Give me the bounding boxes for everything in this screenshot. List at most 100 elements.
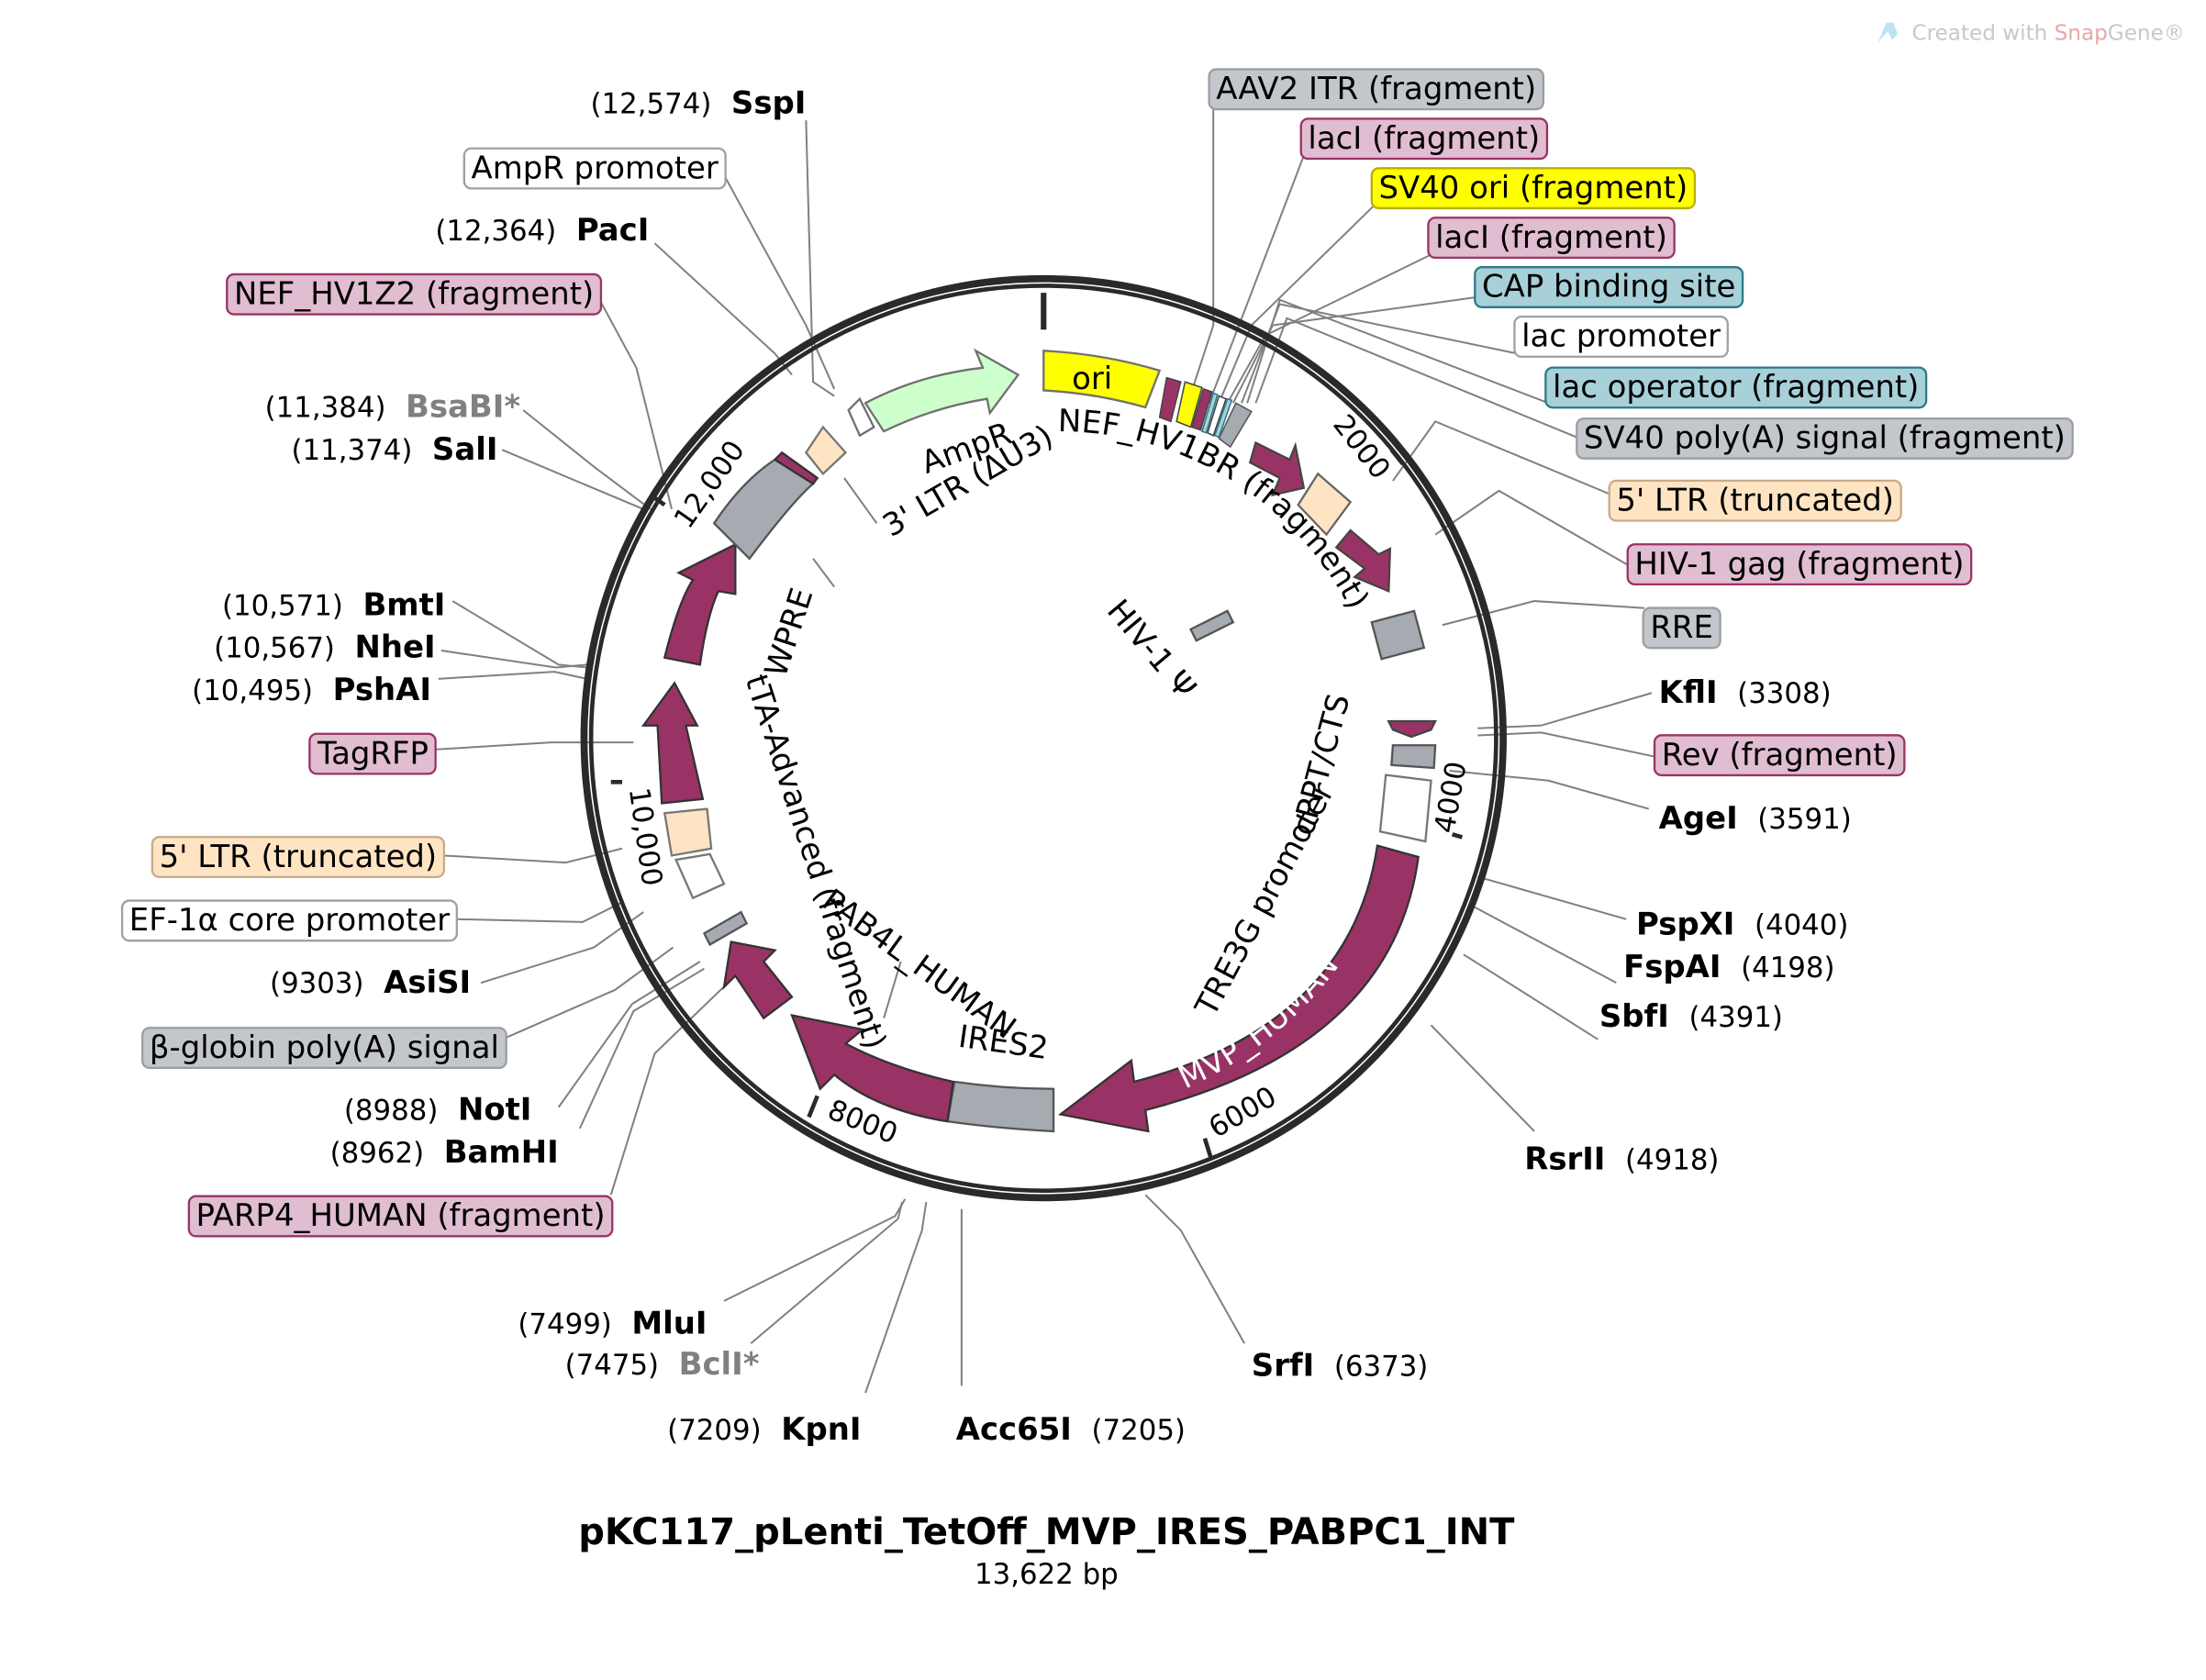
feature-label-left-0[interactable]: AmpR promoter <box>462 147 727 190</box>
enzyme-site-nhei[interactable]: (10,567)NheI <box>214 629 436 665</box>
feature-ef1a-promoter[interactable] <box>674 852 726 900</box>
enzyme-name: MluI <box>631 1305 707 1341</box>
feature-mvp-human-arrow[interactable] <box>1058 844 1420 1133</box>
enzyme-name: AgeI <box>1659 800 1738 836</box>
feature-label-left-1-text: NEF_HV1Z2 (fragment) <box>234 275 594 311</box>
tick-label-4000: 4000 <box>1429 759 1474 835</box>
feature-label-right-11[interactable]: Rev (fragment) <box>1653 734 1906 777</box>
feature-label-right-1-text: lacI (fragment) <box>1308 120 1540 156</box>
enzyme-site-rsrii[interactable]: RsrII(4918) <box>1524 1141 1719 1177</box>
feature-label-right-5[interactable]: lac promoter <box>1513 315 1729 358</box>
watermark-suffix: Gene® <box>2108 21 2185 45</box>
feature-rev-arrow[interactable] <box>1387 719 1438 739</box>
plasmid-name: pKC117_pLenti_TetOff_MVP_IRES_PABPC1_INT <box>578 1511 1515 1553</box>
feature-rre[interactable] <box>1370 609 1426 661</box>
feature-cluster-lac[interactable] <box>1158 376 1253 449</box>
feature-label-right-10-box <box>1642 606 1721 650</box>
feature-label-left-1[interactable]: NEF_HV1Z2 (fragment) <box>226 273 603 316</box>
enzyme-site-pspxi[interactable]: PspXI(4040) <box>1636 907 1848 942</box>
svg-text:(12,364)PacI: (12,364)PacI <box>435 212 649 248</box>
svg-text:Acc65I(7205): Acc65I(7205) <box>956 1411 1186 1447</box>
feature-label-right-8[interactable]: 5' LTR (truncated) <box>1608 479 1902 522</box>
feature-label-right-4[interactable]: CAP binding site <box>1474 266 1744 308</box>
feature-label-right-0-text: AAV2 ITR (fragment) <box>1216 71 1536 106</box>
feature-label-right-9[interactable]: HIV-1 gag (fragment) <box>1626 543 1973 586</box>
feature-label-left-3-text: 5' LTR (truncated) <box>160 839 438 874</box>
enzyme-site-mlui[interactable]: (7499)MluI <box>518 1305 707 1341</box>
enzyme-site-asisi[interactable]: (9303)AsiSI <box>270 964 471 1000</box>
enzyme-site-bsabi[interactable]: (11,384)BsaBI* <box>265 389 521 425</box>
enzyme-site-sali[interactable]: (11,374)SalI <box>291 431 497 467</box>
feature-label-left-5[interactable]: β-globin poly(A) signal <box>141 1027 507 1070</box>
feature-nef-hv1z2[interactable] <box>773 451 819 485</box>
feature-label-right-2-box <box>1370 167 1697 210</box>
svg-text:(12,574)SspI: (12,574)SspI <box>590 84 806 120</box>
feature-hiv1-psi[interactable] <box>1188 609 1235 642</box>
svg-text:(10,495)PshAI: (10,495)PshAI <box>192 672 431 707</box>
plasmid-length: 13,622 bp <box>975 1558 1119 1591</box>
enzyme-site-sspi[interactable]: (12,574)SspI <box>590 84 806 120</box>
feature-label-right-6[interactable]: lac operator (fragment) <box>1544 366 1928 409</box>
feature-label-left-6[interactable]: PARP4_HUMAN (fragment) <box>187 1195 614 1238</box>
feature-label-right-7[interactable]: SV40 poly(A) signal (fragment) <box>1576 417 2074 460</box>
enzyme-site-bcli[interactable]: (7475)BclI* <box>565 1346 760 1382</box>
enzyme-site-bamhi[interactable]: (8962)BamHI <box>330 1134 559 1170</box>
enzyme-site-kpni[interactable]: (7209)KpnI <box>667 1411 861 1447</box>
feature-label-right-0[interactable]: AAV2 ITR (fragment) <box>1208 68 1545 111</box>
feature-label-left-3[interactable]: 5' LTR (truncated) <box>150 836 446 879</box>
enzyme-site-bmti[interactable]: (10,571)BmtI <box>222 586 445 622</box>
feature-3ltr-du3[interactable] <box>804 425 848 476</box>
enzyme-site-pshai[interactable]: (10,495)PshAI <box>192 672 431 707</box>
svg-text:(7475)BclI*: (7475)BclI* <box>565 1346 760 1382</box>
feature-label-right-10[interactable]: RRE <box>1642 606 1721 650</box>
feature-label-left-0-box <box>462 147 727 190</box>
feature-label-ori: ori <box>1072 361 1112 396</box>
enzyme-name: NheI <box>355 629 436 665</box>
feature-nef-hv1br-arrow[interactable] <box>1248 440 1306 497</box>
feature-pab4l-human-arrow[interactable] <box>790 1014 954 1123</box>
feature-label-left-2[interactable]: TagRFP <box>308 732 437 775</box>
enzyme-site-fspai[interactable]: FspAI (4198) <box>1623 949 1834 985</box>
feature-5ltr-truncated[interactable] <box>1297 472 1353 537</box>
svg-text:(10,571)BmtI: (10,571)BmtI <box>222 586 445 622</box>
enzyme-position: (11,384) <box>265 392 386 425</box>
enzyme-position: (4198) <box>1741 951 1834 985</box>
enzyme-site-sbfi[interactable]: SbfI(4391) <box>1599 998 1783 1034</box>
watermark-prefix: Created with <box>1911 21 2054 45</box>
svg-text:(11,384)BsaBI*: (11,384)BsaBI* <box>265 389 521 425</box>
enzyme-site-kfli[interactable]: KflI(3308) <box>1659 674 1832 710</box>
feature-ampr[interactable] <box>863 348 1020 433</box>
feature-bglobin-polya[interactable] <box>702 910 749 947</box>
enzyme-site-noti[interactable]: (8988)NotI <box>344 1092 532 1128</box>
feature-cppt-cts[interactable] <box>1390 744 1437 770</box>
enzyme-name: BmtI <box>362 586 445 622</box>
enzyme-site-acc65i[interactable]: Acc65I(7205) <box>956 1411 1186 1447</box>
feature-ires2[interactable] <box>946 1080 1055 1133</box>
feature-ori[interactable] <box>1042 350 1162 409</box>
feature-label-right-1[interactable]: lacI (fragment) <box>1299 117 1549 161</box>
enzyme-site-srfi[interactable]: SrfI(6373) <box>1252 1348 1429 1384</box>
feature-hiv1-gag-arrow[interactable] <box>1334 528 1392 593</box>
enzyme-name: RsrII <box>1524 1141 1605 1177</box>
feature-tre3g-promoter[interactable] <box>1378 773 1432 843</box>
feature-tta-advanced-arrow[interactable] <box>663 542 737 666</box>
feature-label-right-7-box <box>1576 417 2074 460</box>
snapgene-watermark: Created with SnapGene® <box>1877 21 2185 45</box>
enzyme-position: (9303) <box>270 967 363 1000</box>
feature-label-right-3-box <box>1427 217 1676 260</box>
feature-ampr-promoter[interactable] <box>847 396 875 438</box>
enzyme-name: FspAI <box>1623 949 1721 985</box>
feature-label-left-4[interactable]: EF-1α core promoter <box>120 899 458 942</box>
feature-label-right-10-text: RRE <box>1650 609 1713 645</box>
feature-label-left-5-text: β-globin poly(A) signal <box>150 1029 499 1065</box>
enzyme-site-paci[interactable]: (12,364)PacI <box>435 212 649 248</box>
feature-label-right-2[interactable]: SV40 ori (fragment) <box>1370 167 1697 210</box>
feature-5ltr-truncated-left[interactable] <box>663 807 713 857</box>
feature-parp4-human-arrow[interactable] <box>722 940 794 1020</box>
feature-label-right-6-box <box>1544 366 1928 409</box>
feature-tagrfp-arrow[interactable] <box>641 681 705 805</box>
feature-label-right-5-text: lac promoter <box>1521 318 1721 354</box>
enzyme-site-agei[interactable]: AgeI(3591) <box>1659 800 1852 836</box>
feature-label-right-3[interactable]: lacI (fragment) <box>1427 217 1676 260</box>
